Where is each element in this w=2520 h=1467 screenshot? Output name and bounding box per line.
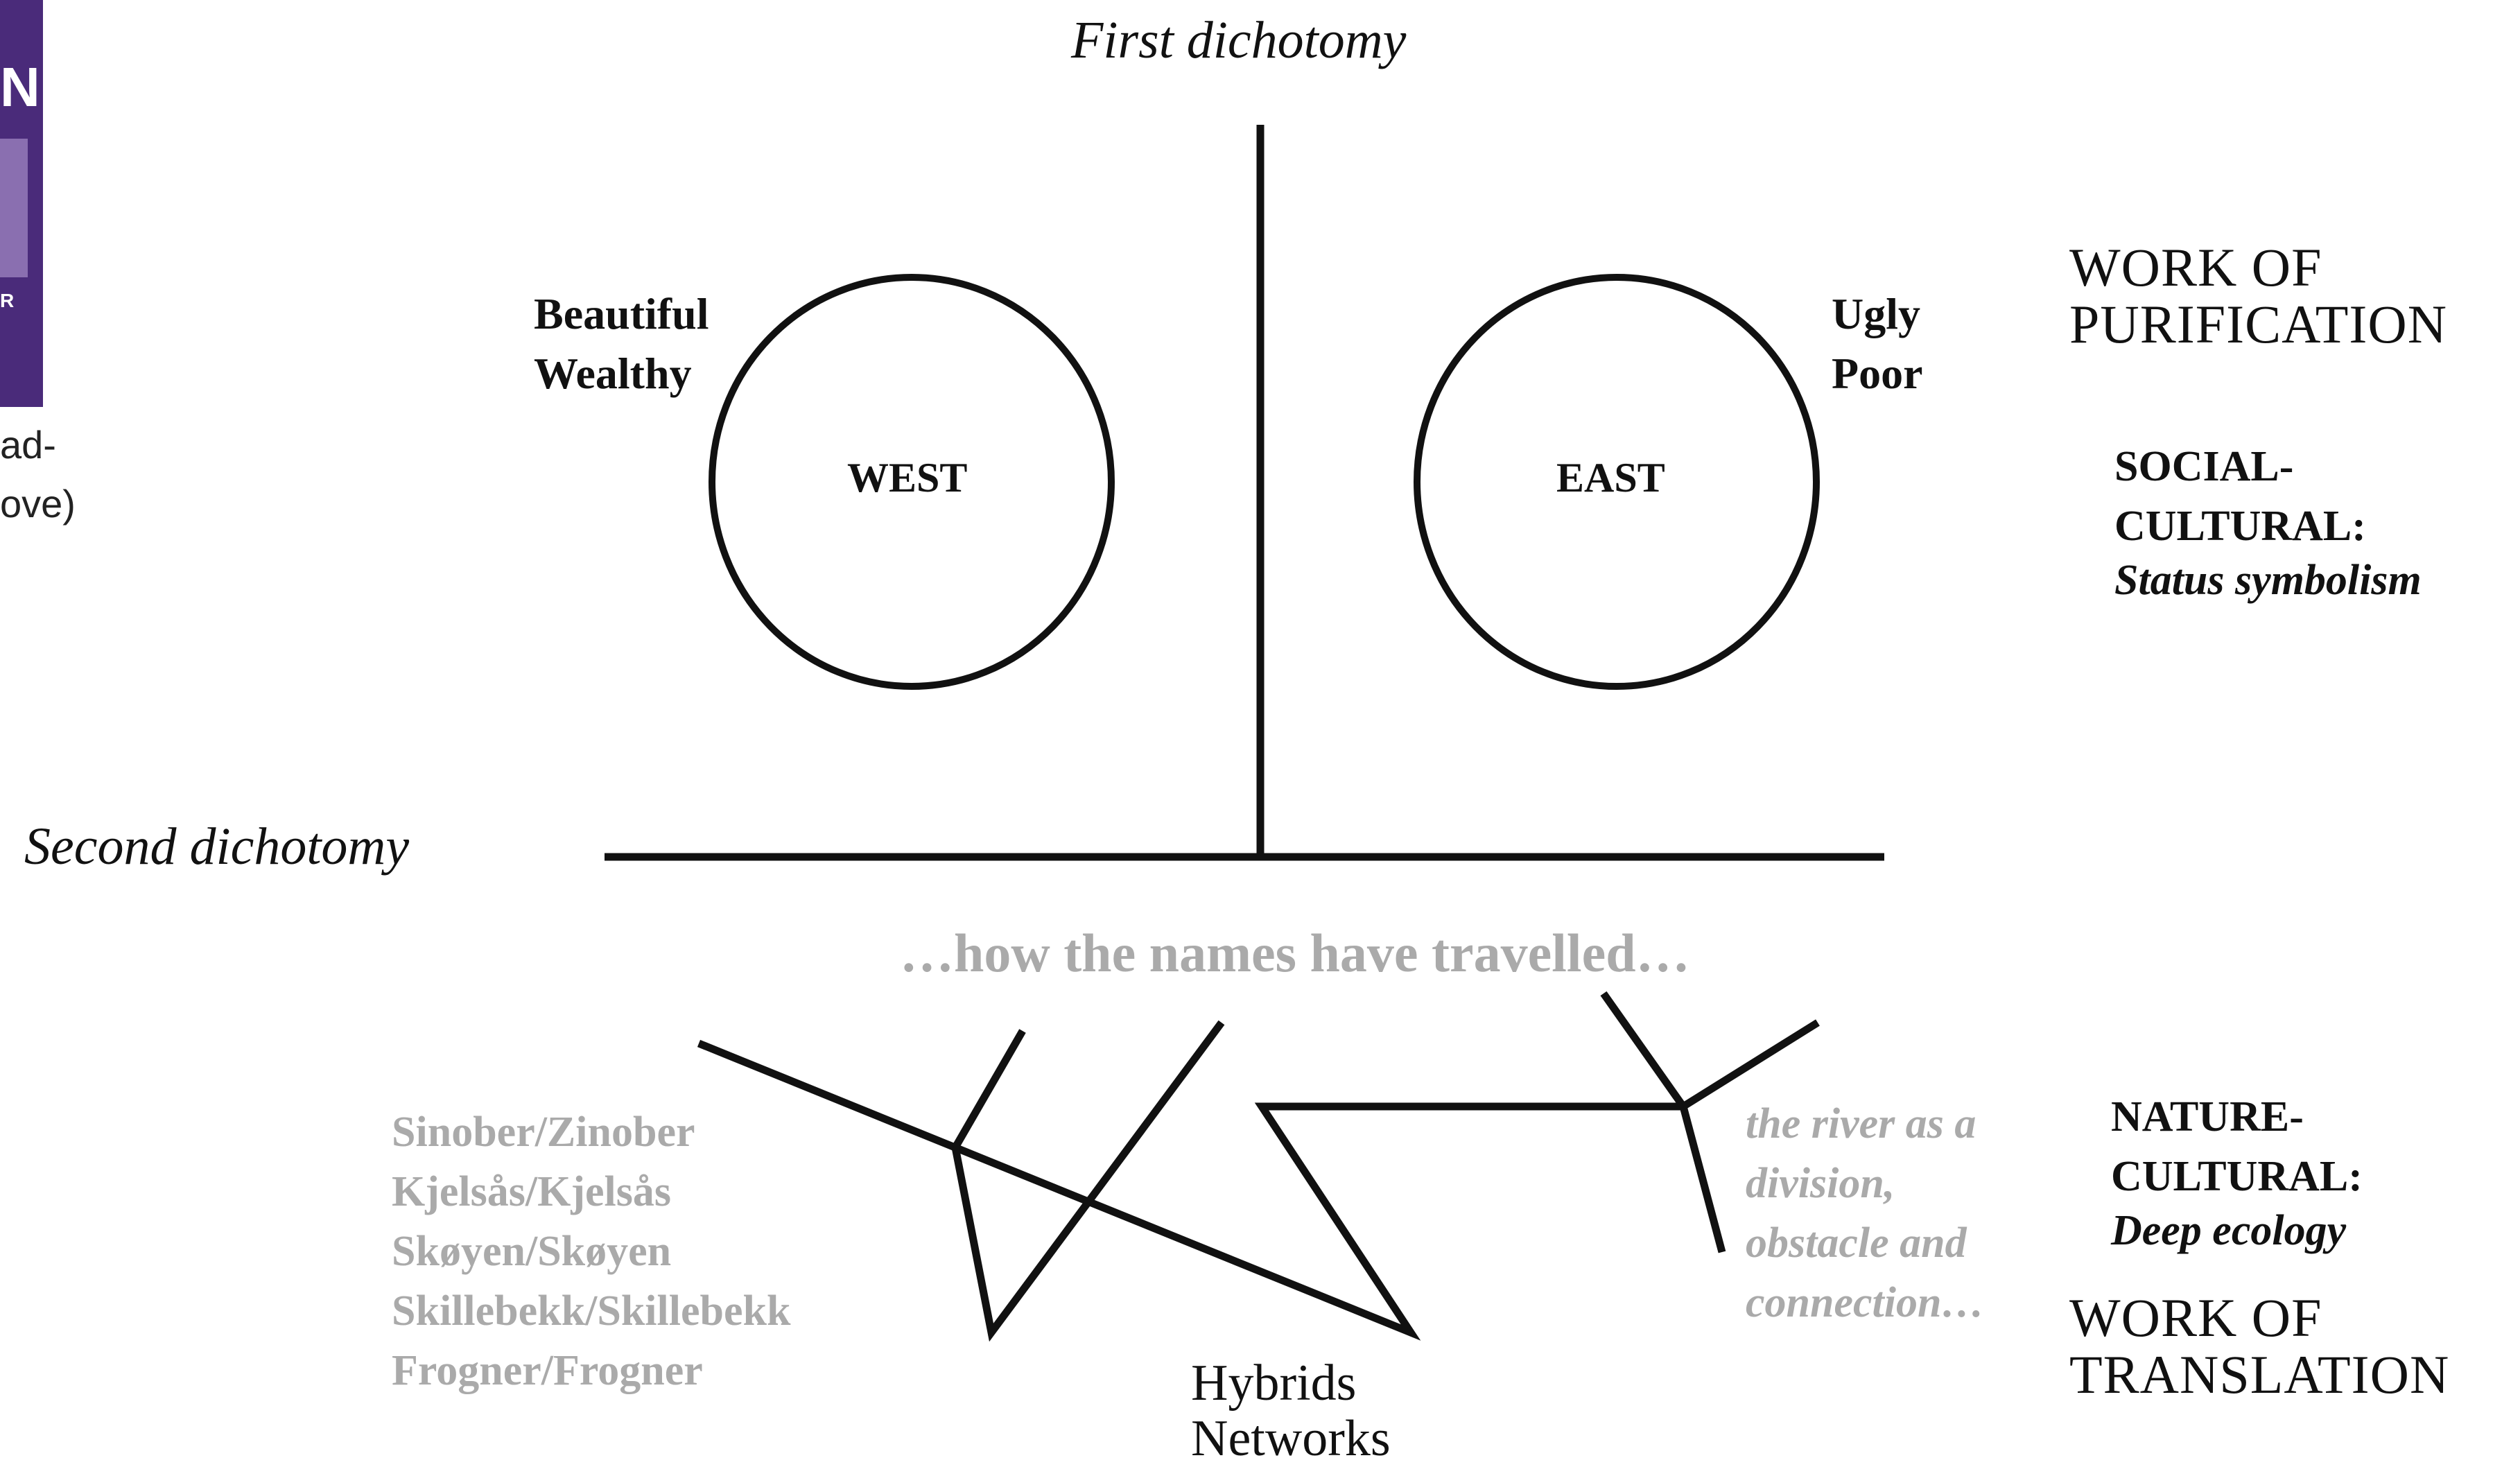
nature-line-2: CULTURAL: xyxy=(2111,1147,2363,1206)
list-item: Sinober/Zinober xyxy=(392,1102,790,1162)
list-item: Skillebekk/Skillebekk xyxy=(392,1281,790,1341)
east-attr-ugly: Ugly xyxy=(1832,284,1923,344)
west-attributes: Beautiful Wealthy xyxy=(534,284,709,403)
purification-line-1: WORK OF xyxy=(2069,239,2447,296)
social-line-2: CULTURAL: xyxy=(2114,496,2366,556)
nature-line-1: NATURE- xyxy=(2111,1087,2363,1147)
river-line-2: division, xyxy=(1746,1154,1984,1213)
list-item: Frogner/Frogner xyxy=(392,1341,790,1400)
hybrids-line: Hybrids xyxy=(1191,1355,1391,1411)
travel-caption: …how the names have travelled… xyxy=(900,922,1690,984)
hybrid-network xyxy=(699,993,1818,1333)
work-of-translation: WORK OF TRANSLATION xyxy=(2069,1290,2449,1403)
nature-cultural-label: NATURE- CULTURAL: xyxy=(2111,1087,2363,1206)
list-item: Kjelsås/Kjelsås xyxy=(392,1162,790,1222)
west-label: WEST xyxy=(847,454,967,502)
names-list: Sinober/Zinober Kjelsås/Kjelsås Skøyen/S… xyxy=(392,1102,790,1400)
list-item: Skøyen/Skøyen xyxy=(392,1222,790,1281)
river-line-3: obstacle and xyxy=(1746,1213,1984,1273)
river-line-4: connection… xyxy=(1746,1273,1984,1333)
second-dichotomy-heading: Second dichotomy xyxy=(24,817,409,877)
river-line-1: the river as a xyxy=(1746,1094,1984,1154)
east-label: EAST xyxy=(1556,454,1665,502)
west-attr-wealthy: Wealthy xyxy=(534,344,709,403)
networks-line: Networks xyxy=(1191,1411,1391,1466)
purification-line-2: PURIFICATION xyxy=(2069,296,2447,353)
translation-line-2: TRANSLATION xyxy=(2069,1346,2449,1403)
east-attr-poor: Poor xyxy=(1832,344,1923,403)
social-subtitle: Status symbolism xyxy=(2114,556,2422,605)
east-attributes: Ugly Poor xyxy=(1832,284,1923,403)
west-attr-beautiful: Beautiful xyxy=(534,284,709,344)
social-line-1: SOCIAL- xyxy=(2114,437,2366,496)
nature-subtitle: Deep ecology xyxy=(2111,1206,2346,1256)
river-note: the river as a division, obstacle and co… xyxy=(1746,1094,1984,1333)
first-dichotomy-heading: First dichotomy xyxy=(1071,10,1406,71)
hybrids-networks-label: Hybrids Networks xyxy=(1191,1355,1391,1466)
social-cultural-label: SOCIAL- CULTURAL: xyxy=(2114,437,2366,556)
translation-line-1: WORK OF xyxy=(2069,1290,2449,1346)
work-of-purification: WORK OF PURIFICATION xyxy=(2069,239,2447,353)
